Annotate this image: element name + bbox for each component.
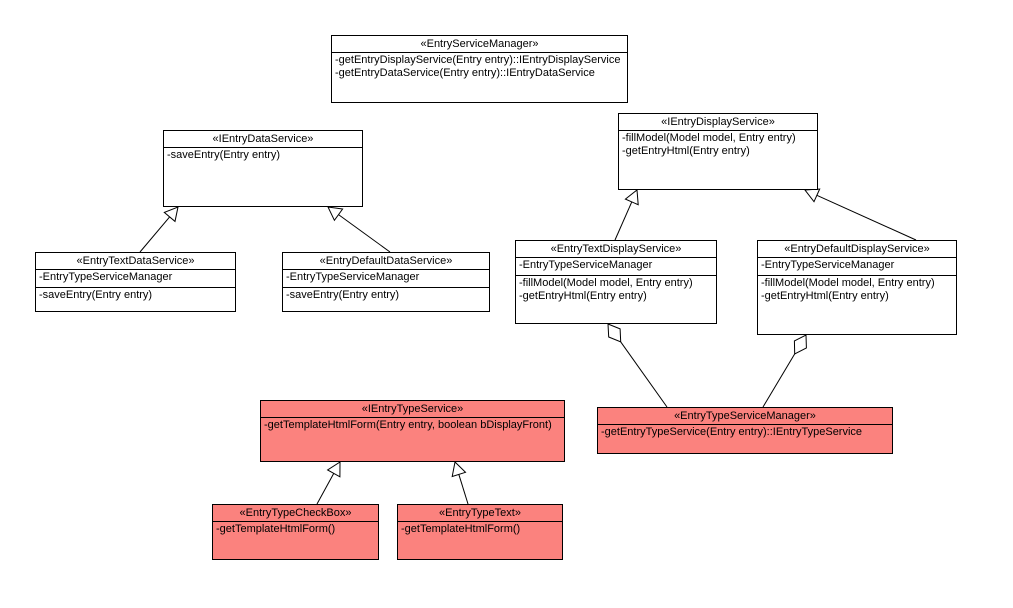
class-member: -getEntryDataService(Entry entry)::IEntr…	[335, 67, 595, 79]
generalization-edge-entry-default-display-service--i-entry-display-service[interactable]	[816, 194, 917, 241]
class-node-i-entry-display-service[interactable]: «IEntryDisplayService»-fillModel(Model m…	[618, 113, 818, 190]
class-member: -fillModel(Model model, Entry entry)	[622, 132, 796, 144]
methods-compartment: -saveEntry(Entry entry)	[36, 287, 235, 311]
methods-compartment: -getEntryDisplayService(Entry entry)::IE…	[332, 53, 627, 102]
class-title: «EntryServiceManager»	[332, 36, 627, 53]
class-member: -getEntryHtml(Entry entry)	[761, 290, 889, 302]
class-node-entry-type-service-manager[interactable]: «EntryTypeServiceManager»-getEntryTypeSe…	[597, 407, 893, 454]
attributes-compartment: -EntryTypeServiceManager	[36, 270, 235, 287]
aggregation-diamond	[793, 334, 807, 355]
methods-compartment: -saveEntry(Entry entry)	[283, 287, 489, 311]
methods-compartment: -fillModel(Model model, Entry entry)-get…	[758, 275, 956, 334]
class-node-entry-text-data-service[interactable]: «EntryTextDataService»-EntryTypeServiceM…	[35, 252, 236, 312]
class-node-i-entry-type-service[interactable]: «IEntryTypeService»-getTemplateHtmlForm(…	[260, 400, 565, 462]
methods-compartment: -getTemplateHtmlForm()	[213, 522, 378, 559]
generalization-edge-entry-text-data-service--i-entry-data-service[interactable]	[139, 216, 170, 253]
class-member: -EntryTypeServiceManager	[39, 271, 173, 283]
class-title: «EntryDefaultDataService»	[283, 253, 489, 270]
methods-compartment: -getTemplateHtmlForm()	[398, 522, 562, 559]
class-title: «EntryTypeCheckBox»	[213, 505, 378, 522]
methods-compartment: -getTemplateHtmlForm(Entry entry, boolea…	[261, 418, 564, 461]
methods-compartment: -saveEntry(Entry entry)	[164, 148, 362, 206]
class-member: -getEntryHtml(Entry entry)	[622, 145, 750, 157]
class-member: -getTemplateHtmlForm()	[401, 523, 521, 535]
class-member: -fillModel(Model model, Entry entry)	[761, 277, 935, 289]
class-member: -saveEntry(Entry entry)	[39, 289, 153, 301]
class-member: -saveEntry(Entry entry)	[167, 149, 281, 161]
class-node-entry-text-display-service[interactable]: «EntryTextDisplayService»-EntryTypeServi…	[515, 240, 717, 324]
generalization-arrowhead	[326, 461, 341, 478]
class-title: «IEntryDisplayService»	[619, 114, 817, 131]
attributes-compartment: -EntryTypeServiceManager	[516, 258, 716, 275]
generalization-arrowhead	[163, 206, 179, 223]
class-member: -getEntryTypeService(Entry entry)::IEntr…	[601, 426, 863, 438]
methods-compartment: -fillModel(Model model, Entry entry)-get…	[516, 275, 716, 323]
attributes-compartment: -EntryTypeServiceManager	[758, 258, 956, 275]
class-node-entry-type-text[interactable]: «EntryTypeText»-getTemplateHtmlForm()	[397, 504, 563, 560]
class-member: -getTemplateHtmlForm(Entry entry, boolea…	[264, 419, 552, 431]
class-member: -EntryTypeServiceManager	[761, 259, 895, 271]
class-title: «EntryTypeServiceManager»	[598, 408, 892, 425]
methods-compartment: -fillModel(Model model, Entry entry)-get…	[619, 131, 817, 189]
class-title: «EntryTextDataService»	[36, 253, 235, 270]
class-member: -getEntryHtml(Entry entry)	[519, 290, 647, 302]
generalization-arrowhead	[451, 460, 467, 478]
aggregation-edge-entry-type-service-manager--entry-text-display-service[interactable]	[620, 341, 668, 408]
class-member: -EntryTypeServiceManager	[519, 259, 653, 271]
methods-compartment: -getEntryTypeService(Entry entry)::IEntr…	[598, 425, 892, 453]
class-title: «EntryDefaultDisplayService»	[758, 241, 956, 258]
class-node-i-entry-data-service[interactable]: «IEntryDataService»-saveEntry(Entry entr…	[163, 130, 363, 207]
aggregation-edge-entry-type-service-manager--entry-default-display-service[interactable]	[762, 353, 796, 408]
class-member: -getTemplateHtmlForm()	[216, 523, 336, 535]
class-title: «EntryTypeText»	[398, 505, 562, 522]
class-node-entry-default-data-service[interactable]: «EntryDefaultDataService»-EntryTypeServi…	[282, 252, 490, 312]
class-member: -fillModel(Model model, Entry entry)	[519, 277, 693, 289]
generalization-edge-entry-text-display-service--i-entry-display-service[interactable]	[614, 201, 633, 241]
class-title: «IEntryTypeService»	[261, 401, 564, 418]
class-node-entry-service-manager[interactable]: «EntryServiceManager»-getEntryDisplaySer…	[331, 35, 628, 103]
class-member: -getEntryDisplayService(Entry entry)::IE…	[335, 54, 621, 66]
class-node-entry-default-display-service[interactable]: «EntryDefaultDisplayService»-EntryTypeSe…	[757, 240, 957, 335]
generalization-edge-entry-type-check-box--i-entry-type-service[interactable]	[316, 473, 335, 505]
class-title: «EntryTextDisplayService»	[516, 241, 716, 258]
attributes-compartment: -EntryTypeServiceManager	[283, 270, 489, 287]
class-member: -EntryTypeServiceManager	[286, 271, 420, 283]
aggregation-diamond	[607, 323, 622, 343]
class-node-entry-type-check-box[interactable]: «EntryTypeCheckBox»-getTemplateHtmlForm(…	[212, 504, 379, 560]
generalization-edge-entry-default-data-service--i-entry-data-service[interactable]	[338, 214, 391, 253]
generalization-arrowhead	[327, 206, 344, 222]
class-title: «IEntryDataService»	[164, 131, 362, 148]
generalization-arrowhead	[624, 189, 639, 206]
class-member: -saveEntry(Entry entry)	[286, 289, 400, 301]
generalization-edge-entry-type-text--i-entry-type-service[interactable]	[458, 474, 469, 505]
